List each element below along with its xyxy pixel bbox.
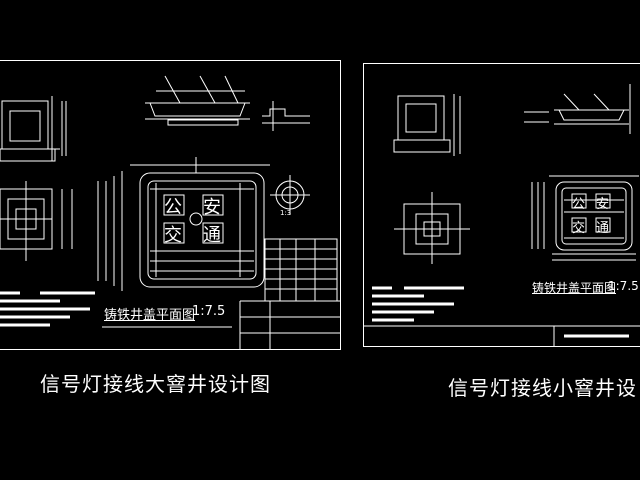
left-scale-small: 1:3 [280,209,292,217]
right-drawing-sheet: 公 安 交 通 铸铁井盖平面图 1:7.5 [363,63,640,347]
left-plan-title: 铸铁井盖平面图 [104,308,196,323]
left-plan-scale: 1:7.5 [192,304,226,319]
right-plan-scale: 1:7.5 [608,279,639,293]
left-cover-char-4: 通 [203,225,221,246]
right-cover-char-1: 公 [572,197,586,212]
caption-small-manhole: 信号灯接线小窨井设 [448,376,637,400]
left-cover-char-3: 交 [164,225,182,246]
right-plan-title: 铸铁井盖平面图 [532,281,617,295]
right-cover-char-4: 通 [596,221,610,236]
caption-large-manhole: 信号灯接线大窨井设计图 [40,372,271,396]
left-sheet-linework [0,75,340,349]
right-cover-char-3: 交 [572,221,586,236]
right-cover-char-2: 安 [596,197,610,212]
right-sheet-linework [364,84,640,346]
left-cover-char-1: 公 [164,197,182,218]
left-cover-char-2: 安 [203,197,221,218]
left-drawing-sheet: 公 安 交 通 1:3 铸铁井盖平面图 1:7.5 [0,60,341,350]
